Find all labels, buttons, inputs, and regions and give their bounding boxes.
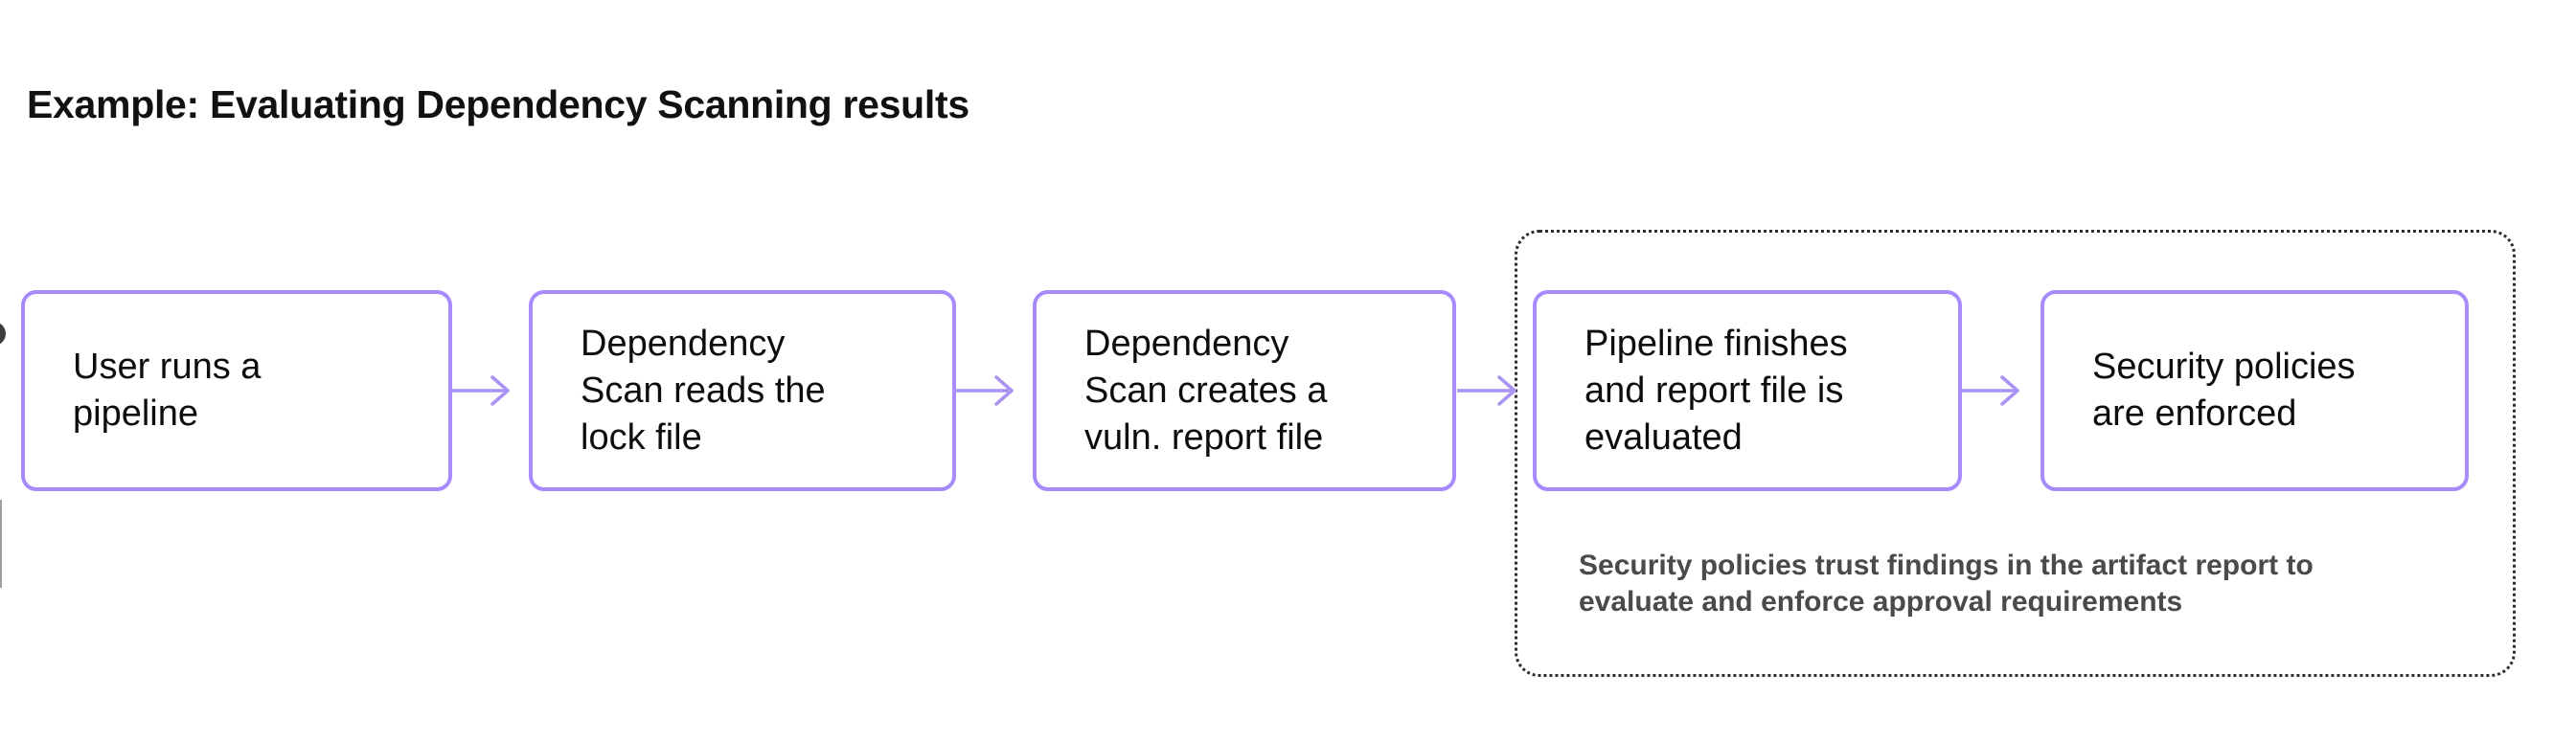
node-label-line: pipeline [73, 393, 198, 434]
flow-node-pipeline-finishes-evaluated: Pipeline finishes and report file is eva… [1533, 290, 1962, 491]
node-label-line: vuln. report file [1084, 416, 1324, 458]
flow-arrow-right-icon [1457, 375, 1516, 406]
node-label-line: evaluated [1584, 416, 1743, 458]
node-label-line: lock file [581, 416, 702, 458]
node-label-line: Scan reads the [581, 370, 826, 411]
node-label-line: Scan creates a [1084, 370, 1328, 411]
node-label-line: User runs a [73, 347, 262, 387]
flow-node-user-runs-pipeline: User runs a pipeline [21, 290, 452, 491]
flow-arrow-right-icon [450, 375, 510, 406]
node-label-line: Dependency [1084, 323, 1289, 364]
group-note-text: Security policies trust findings in the … [1579, 548, 2314, 620]
node-label-line: Pipeline finishes [1584, 323, 1848, 364]
flow-node-policies-enforced: Security policies are enforced [2040, 290, 2469, 491]
flow-arrow-right-icon [1960, 375, 2019, 406]
node-label-line: Dependency [581, 323, 786, 364]
page-title: Example: Evaluating Dependency Scanning … [27, 82, 969, 126]
node-label-line: Security policies [2092, 347, 2356, 387]
clipped-shape-line [0, 500, 2, 588]
node-label-line: and report file is [1584, 370, 1844, 411]
group-note-line: evaluate and enforce approval requiremen… [1579, 586, 2183, 618]
clipped-shape-circle [0, 322, 6, 346]
flow-arrow-right-icon [954, 375, 1014, 406]
flow-node-scan-reads-lock-file: Dependency Scan reads the lock file [529, 290, 956, 491]
node-label-line: are enforced [2092, 393, 2297, 434]
policy-evaluation-group [1515, 230, 2516, 677]
flow-node-scan-creates-report: Dependency Scan creates a vuln. report f… [1033, 290, 1456, 491]
group-note-line: Security policies trust findings in the … [1579, 550, 2314, 581]
